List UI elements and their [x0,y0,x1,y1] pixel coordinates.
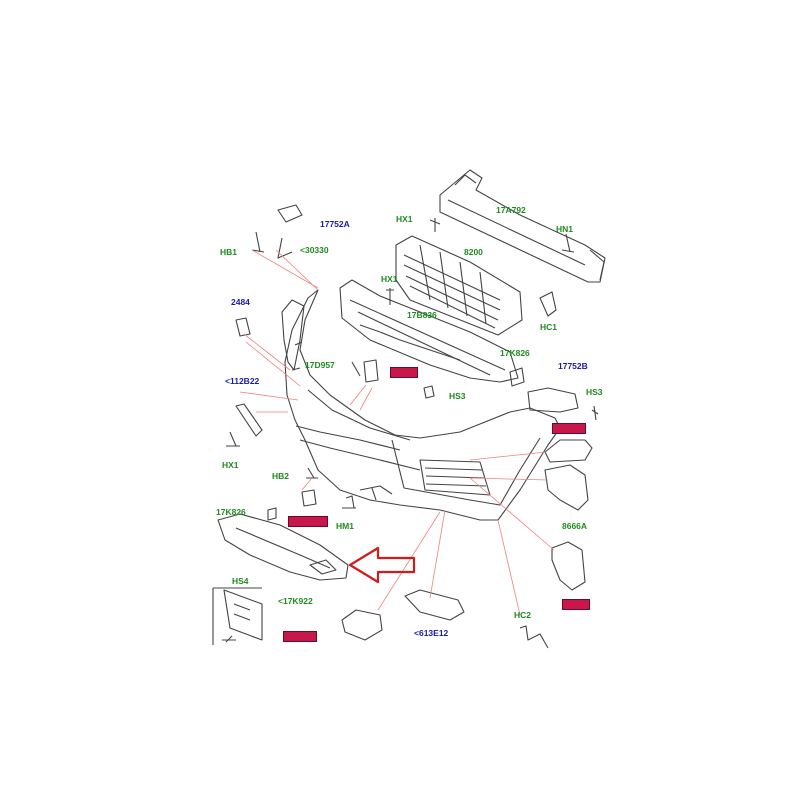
label-hx1-mid: HX1 [381,274,398,284]
label-2484: 2484 [231,297,250,307]
reflector-112B22 [235,403,263,437]
redacted-tag-8H64A04 [288,516,328,527]
grille-8200 [395,235,523,336]
redacted-tag-17A385 [283,631,317,642]
label-hb1: HB1 [220,247,238,257]
label-hx1-left: HX1 [222,460,239,470]
label-hc2: HC2 [514,610,532,620]
redacted-tag-8666B [562,599,590,610]
bumper-cover [284,289,561,521]
redacted-tag-17E810 [552,423,586,434]
label-hs3: HS3 [449,391,466,401]
label-17D957: 17D957 [305,360,335,370]
label-hc1: HC1 [540,322,558,332]
bracket-HC1 [539,291,557,317]
plug-17752A [251,204,303,259]
label-hn1: HN1 [556,224,574,234]
skid-plate-17K922 [217,513,349,581]
label-17K922: <17K922 [278,596,313,606]
side-bracket-left [281,299,305,371]
label-hm1: HM1 [336,521,354,531]
label-17K826-top: 17K826 [500,348,530,358]
label-hb2: HB2 [272,471,290,481]
right-side-parts [527,387,593,591]
label-hs3-right: HS3 [586,387,603,397]
redacted-tag-9D438 [390,367,418,378]
label-hs4: HS4 [232,576,249,586]
label-30330: <30330 [300,245,329,255]
label-8200: 8200 [464,247,483,257]
bumper-beam [439,169,606,283]
leader-lines [239,249,555,616]
license-plate-bracket [212,587,263,645]
label-17B836: 17B836 [407,310,437,320]
label-17752A: 17752A [320,219,350,229]
upper-panel-17B836 [339,279,519,383]
label-17752B: 17752B [558,361,588,371]
clip-2484 [235,317,251,337]
clip-17K826 [509,367,525,387]
label-17K826-left: 17K826 [216,507,246,517]
label-613E12: <613E12 [414,628,449,638]
label-8666A: 8666A [562,521,588,531]
label-hx1-top: HX1 [396,214,413,224]
label-17A792: 17A792 [496,205,526,215]
fog-light-613E12 [404,589,465,621]
left-arrow-icon [348,546,416,584]
label-112B22: <112B22 [225,376,260,386]
